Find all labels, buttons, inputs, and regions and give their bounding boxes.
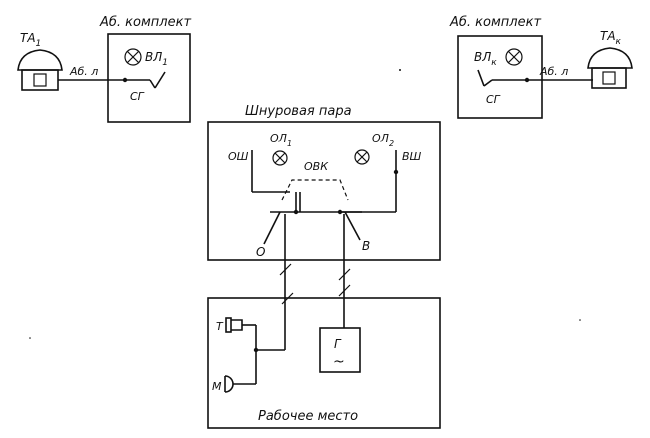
left-jack-label: СГ [130, 90, 145, 103]
cord-pair-title: Шнуровая пара [245, 104, 352, 119]
generator-ac-icon: ~ [333, 354, 345, 370]
lamp1-label: ОЛ1 [270, 132, 292, 148]
left-telephone-icon [17, 49, 63, 91]
workplace-box [207, 297, 441, 429]
lamp2-label: ОЛ2 [372, 132, 394, 148]
right-jack-label: СГ [486, 93, 501, 106]
right-set-title: Аб. комплект [449, 15, 541, 30]
left-phone-label: ТА1 [20, 31, 41, 49]
left-lamp-icon [124, 48, 142, 66]
left-plug-label: ОШ [228, 150, 249, 163]
left-jack-icon [125, 71, 166, 89]
left-line-label: Аб. л [69, 65, 98, 78]
generator-label: Г [334, 337, 342, 351]
key-o-label: О [256, 245, 265, 259]
right-subscriber-set-box [457, 35, 543, 119]
microphone-icon [224, 375, 234, 393]
right-lamp-label: ВЛк [474, 50, 497, 68]
key-v-label: В [362, 239, 370, 253]
microphone-label: М [212, 380, 222, 393]
cord-pair-box [207, 121, 441, 261]
left-set-title: Аб. комплект [99, 15, 191, 30]
key-label: ОВК [304, 160, 329, 173]
lamp2-icon [354, 149, 370, 165]
left-lamp-label: ВЛ1 [145, 50, 168, 68]
right-phone-label: ТАк [600, 29, 622, 47]
generator-box [319, 327, 361, 373]
left-subscriber-set-box [107, 33, 191, 123]
right-line-label: Аб. л [539, 65, 568, 78]
telephone-label: Т [216, 320, 224, 333]
right-jack-icon [477, 69, 527, 87]
workplace-title: Рабочее место [258, 409, 358, 424]
right-plug-label: ВШ [402, 150, 422, 163]
right-lamp-icon [505, 48, 523, 66]
earpiece-icon [225, 317, 243, 333]
lamp1-icon [272, 150, 288, 166]
right-telephone-icon [587, 47, 633, 89]
